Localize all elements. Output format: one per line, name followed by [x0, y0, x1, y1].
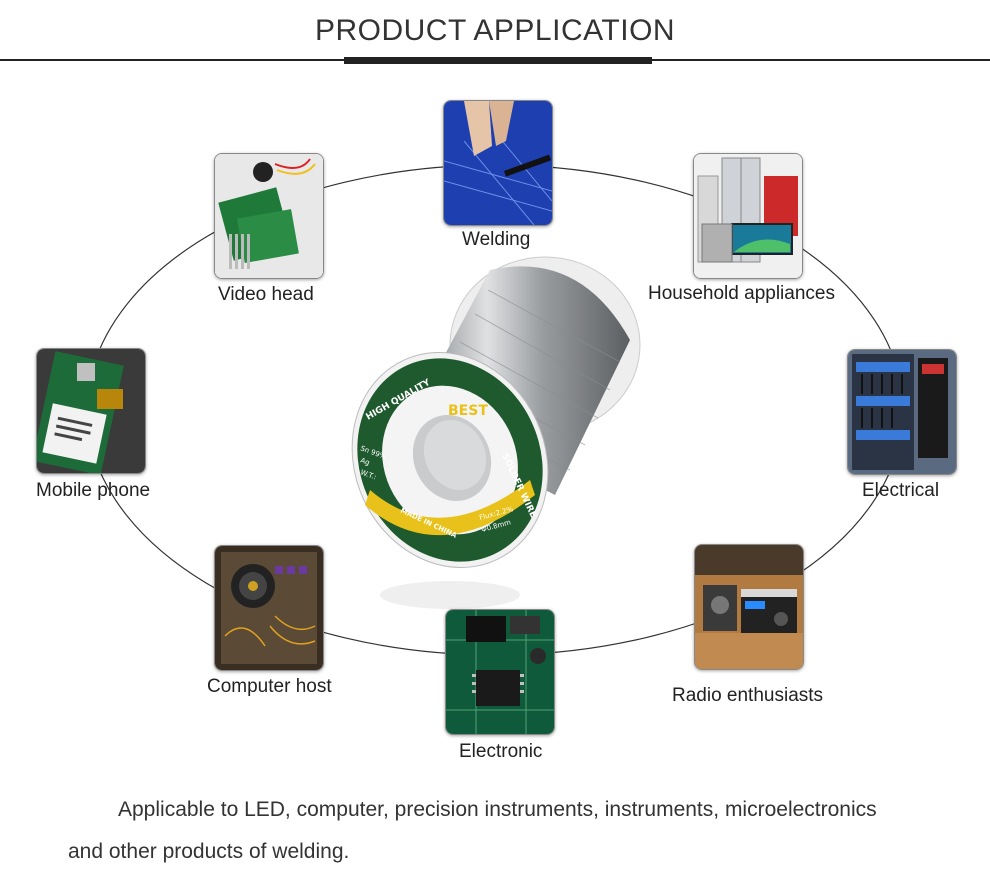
video-head-image [214, 153, 324, 279]
item-label-video-head: Video head [218, 284, 314, 305]
item-label-electrical: Electrical [862, 480, 940, 501]
welding-image [443, 100, 553, 226]
radio-enthusiasts-image [694, 544, 804, 670]
spool-spec-2: Ag [359, 456, 370, 467]
item-label-radio: Radio enthusiasts [672, 685, 824, 706]
computer-host-image [214, 545, 324, 671]
item-label-household: Household appliances [648, 283, 835, 304]
solder-spool-image: HIGH QUALITY BEST SOLDER WIRE Sn 99% Ag … [351, 256, 641, 609]
spool-brand: BEST [448, 403, 488, 419]
mobile-phone-image [36, 348, 146, 474]
household-appliances-image [693, 153, 803, 279]
caption-line-1: Applicable to LED, computer, precision i… [118, 798, 877, 821]
item-label-electronic: Electronic [459, 741, 543, 762]
item-label-computer: Computer host [207, 676, 332, 697]
electronic-image [445, 609, 555, 735]
item-label-mobile: Mobile phone [36, 480, 151, 501]
electrical-panel-image [847, 349, 957, 475]
header-accent-bar [344, 57, 652, 64]
page-title: PRODUCT APPLICATION [314, 14, 676, 47]
item-label-welding: Welding [462, 229, 531, 250]
caption-line-2: and other products of welding. [68, 840, 350, 863]
